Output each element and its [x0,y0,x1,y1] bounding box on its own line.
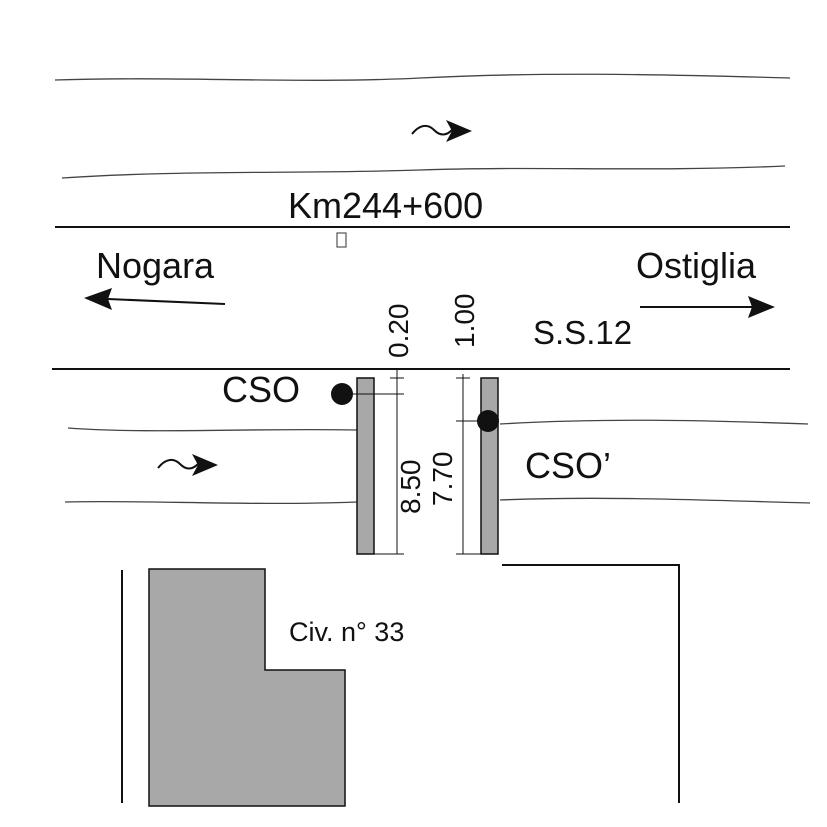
dimension-length-right: 7.70 [427,452,458,507]
arrow-right-ostiglia [640,296,775,318]
lower-channel-bank-bottom-right [499,497,811,504]
dimension-line-left [374,369,404,555]
lower-flow-arrow [157,454,218,476]
bridge-parapet-right [480,377,499,555]
upper-flow-arrow [411,120,472,142]
road-name-label: S.S.12 [533,314,632,351]
cso-label: CSO [222,369,300,410]
property-line-right [502,564,680,803]
dimension-offset-right: 1.00 [449,294,480,349]
cso-prime-label: CSO’ [525,445,611,486]
upper-channel-bank-bottom [61,165,786,179]
arrow-left-nogara [84,288,226,310]
lower-channel-bank-top-left [67,427,358,432]
upper-channel-bank-top [54,73,791,81]
civic-number-label: Civ. n° 33 [289,617,404,647]
lower-channel-bank-bottom-left [64,500,358,505]
km-marker-label: Km244+600 [288,185,483,226]
lower-channel-bank-top-right [499,419,809,425]
dimension-length-left: 8.50 [395,460,426,515]
building-civ-33 [148,568,346,807]
bridge-parapet-left [356,377,375,555]
km-marker-post [336,232,347,248]
dimension-line-right [456,374,481,555]
destination-nogara-label: Nogara [96,245,215,286]
destination-ostiglia-label: Ostiglia [636,245,757,286]
dimension-offset-left: 0.20 [383,304,414,359]
